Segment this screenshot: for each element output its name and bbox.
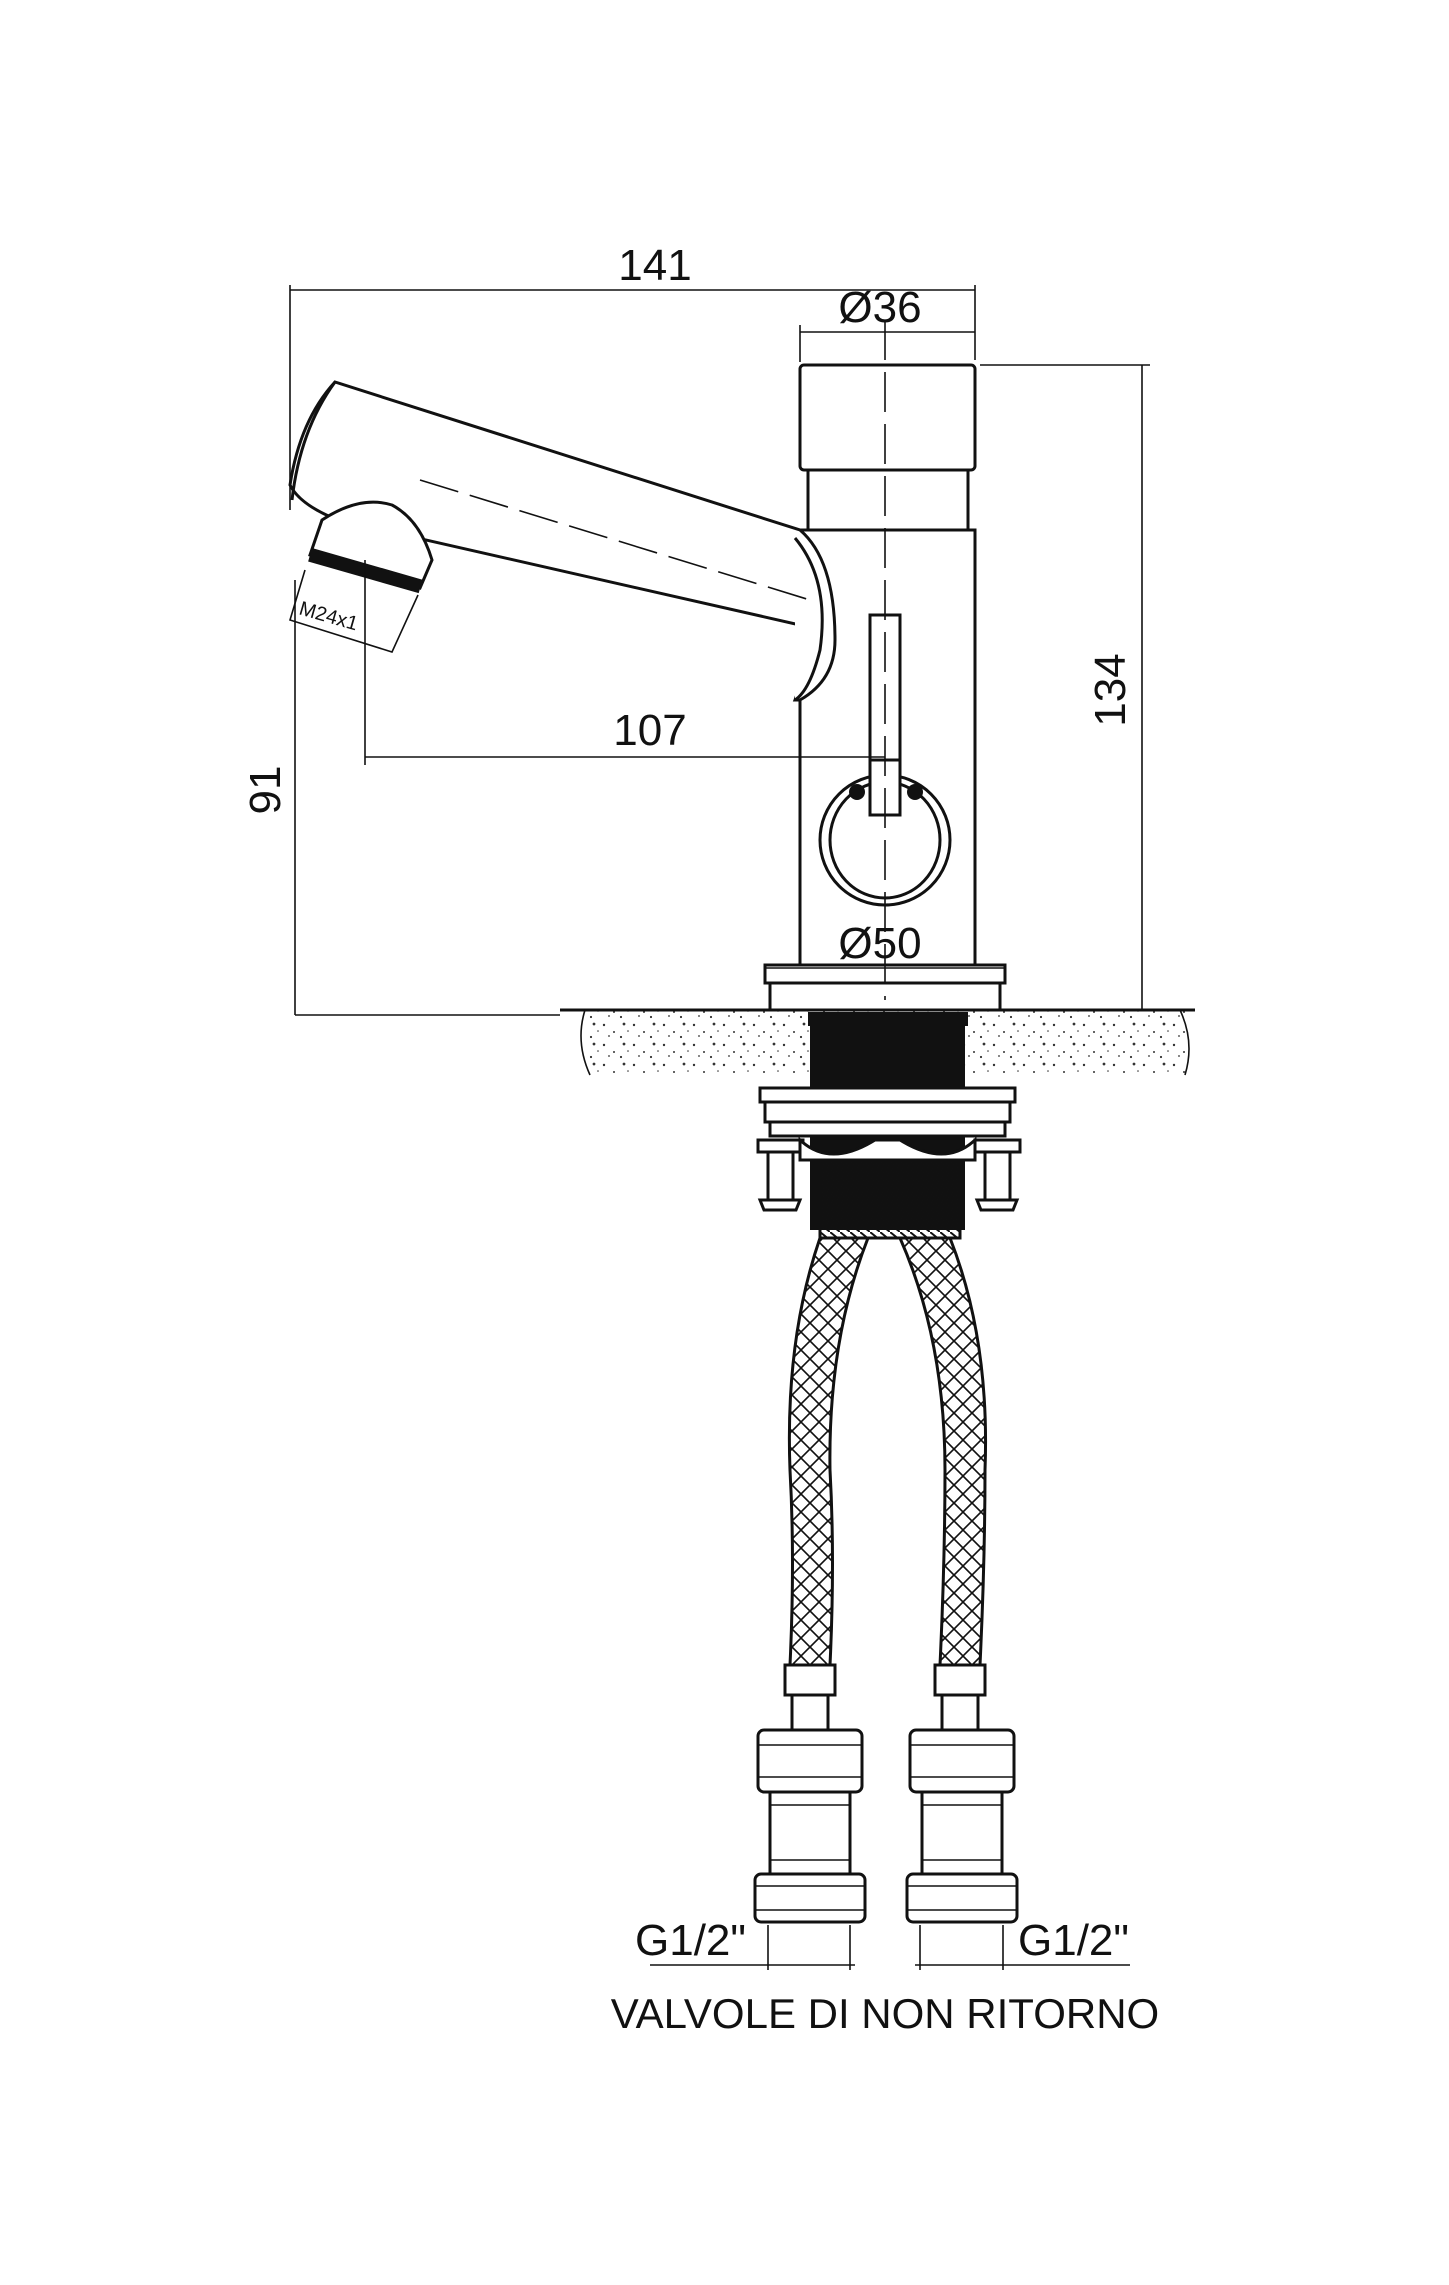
hose-left (787, 1236, 871, 1667)
dim-right-thread: G1/2" (1018, 1916, 1129, 1965)
dim-spout-reach: 107 (613, 706, 686, 755)
ferrule-left (783, 1663, 837, 1697)
flexible-hoses (783, 1236, 988, 1732)
dim-aerator-thread: M24x1 (297, 598, 361, 636)
hex-nut-right-top (908, 1728, 1016, 1794)
hex-nut-right-bottom (905, 1872, 1019, 1924)
dim-base-diameter: Ø50 (838, 919, 921, 968)
push-cap (798, 363, 977, 472)
mounting-shank (756, 1012, 1022, 1240)
dim-left-thread: G1/2" (635, 1916, 746, 1965)
faucet-body (288, 320, 1007, 1012)
ferrule-right (933, 1663, 987, 1697)
check-valves (753, 1728, 1019, 1924)
caption-check-valves: VALVOLE DI NON RITORNO (611, 1990, 1159, 2037)
dim-top-diameter: Ø36 (838, 283, 921, 332)
dim-height: 134 (1086, 653, 1135, 726)
hex-nut-left-bottom (753, 1872, 867, 1924)
dim-overall-width: 141 (618, 241, 691, 290)
washer (758, 1086, 1017, 1104)
dim-spout-height: 91 (241, 766, 290, 815)
dimension-lines (289, 285, 1195, 1970)
spout-axis (419, 479, 811, 601)
hose-right (897, 1236, 988, 1667)
cap-neck (806, 468, 970, 532)
aerator (308, 500, 434, 590)
hex-nut-left-top (756, 1728, 864, 1794)
